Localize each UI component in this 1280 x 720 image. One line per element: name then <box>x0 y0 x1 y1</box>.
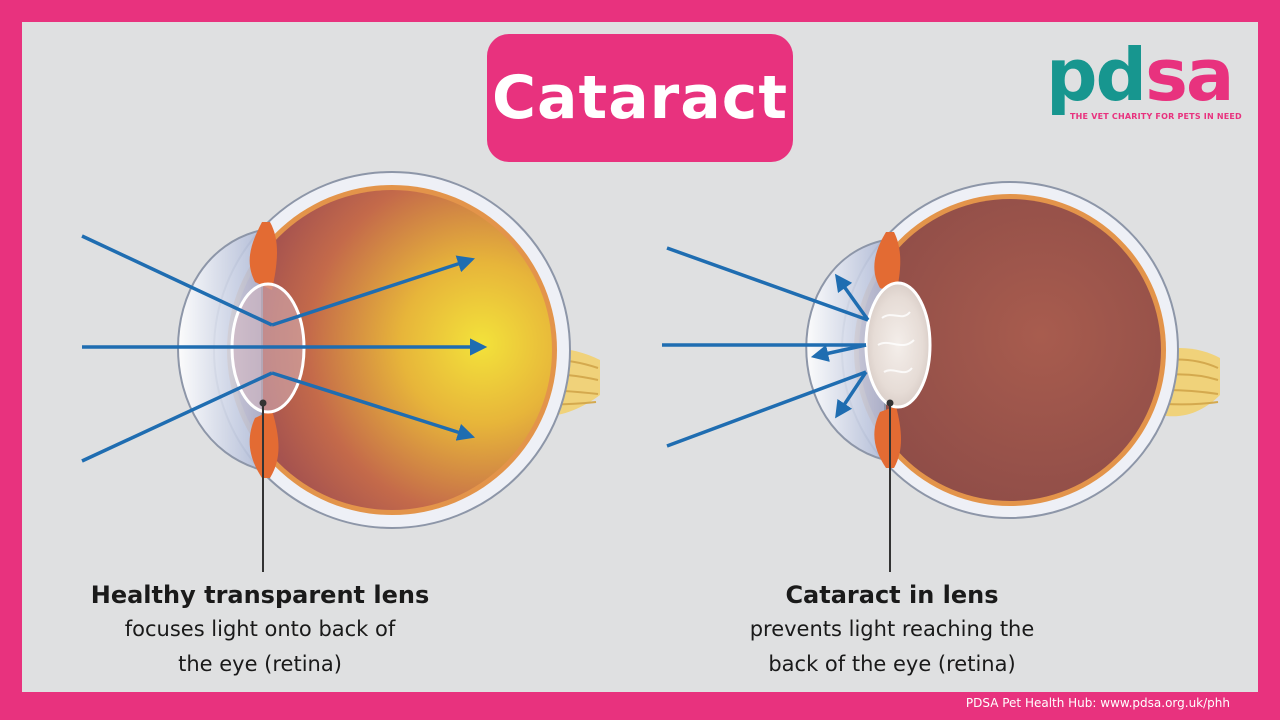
healthy-line-2: the eye (retina) <box>178 652 342 676</box>
iris-bottom-right <box>874 406 901 468</box>
light-rays-left <box>81 234 488 463</box>
logo-sa: sa <box>1145 33 1234 117</box>
vitreous-right <box>859 199 1161 501</box>
pdsa-logo: pdsa THE VET CHARITY FOR PETS IN NEED <box>1046 39 1246 130</box>
iris-top-left <box>249 222 277 290</box>
title-banner: Cataract <box>487 34 793 162</box>
source-footer: PDSA Pet Health Hub: www.pdsa.org.uk/phh <box>965 696 1230 710</box>
cataract-heading: Cataract in lens <box>785 581 999 609</box>
logo-tagline: THE VET CHARITY FOR PETS IN NEED <box>1070 112 1242 121</box>
iris-top-right <box>874 232 901 294</box>
logo-wordmark: pdsa <box>1046 39 1235 111</box>
cataract-line-2: back of the eye (retina) <box>768 652 1016 676</box>
healthy-heading: Healthy transparent lens <box>90 581 430 609</box>
iris-bottom-left <box>249 410 279 478</box>
page-title: Cataract <box>491 63 789 133</box>
healthy-eye <box>81 171 600 572</box>
healthy-caption: Healthy transparent lens focuses light o… <box>60 578 460 682</box>
cataract-line-1: prevents light reaching the <box>749 617 1035 641</box>
cataract-eye <box>662 181 1220 572</box>
light-rays-right <box>662 246 870 448</box>
healthy-line-1: focuses light onto back of <box>124 617 396 641</box>
cataract-caption: Cataract in lens prevents light reaching… <box>692 578 1092 682</box>
logo-pd: pd <box>1046 33 1147 117</box>
